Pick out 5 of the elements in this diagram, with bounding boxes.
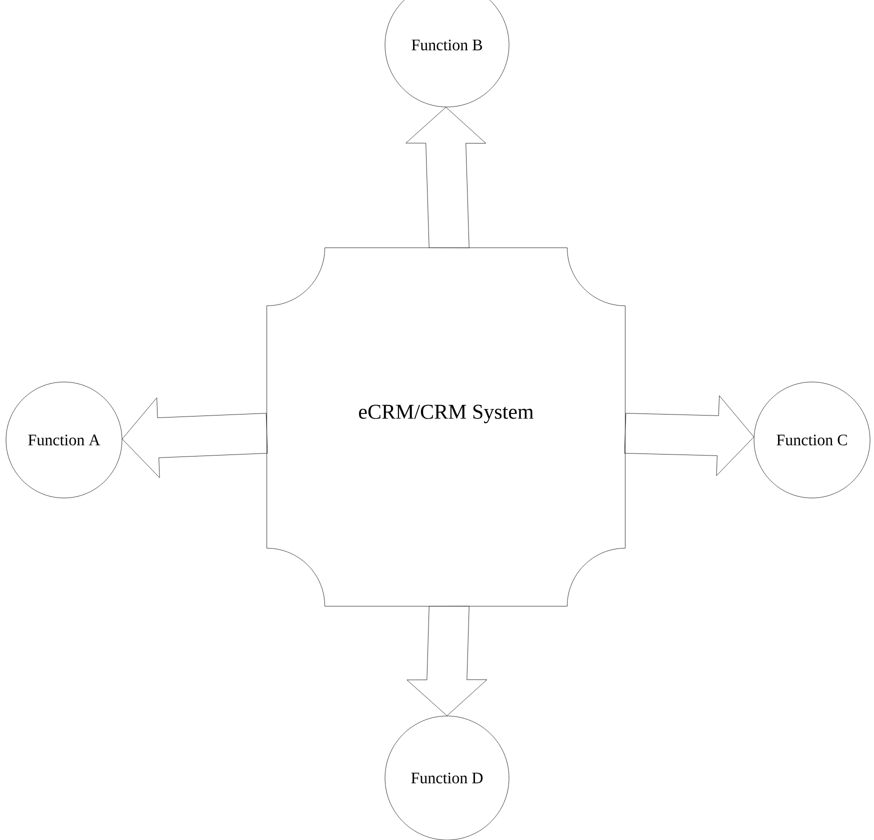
system-box: eCRM/CRM System — [266, 248, 626, 606]
block-arrow — [406, 606, 488, 716]
block-arrow — [122, 398, 268, 478]
block-arrow — [624, 396, 754, 476]
block-arrow — [406, 106, 486, 248]
